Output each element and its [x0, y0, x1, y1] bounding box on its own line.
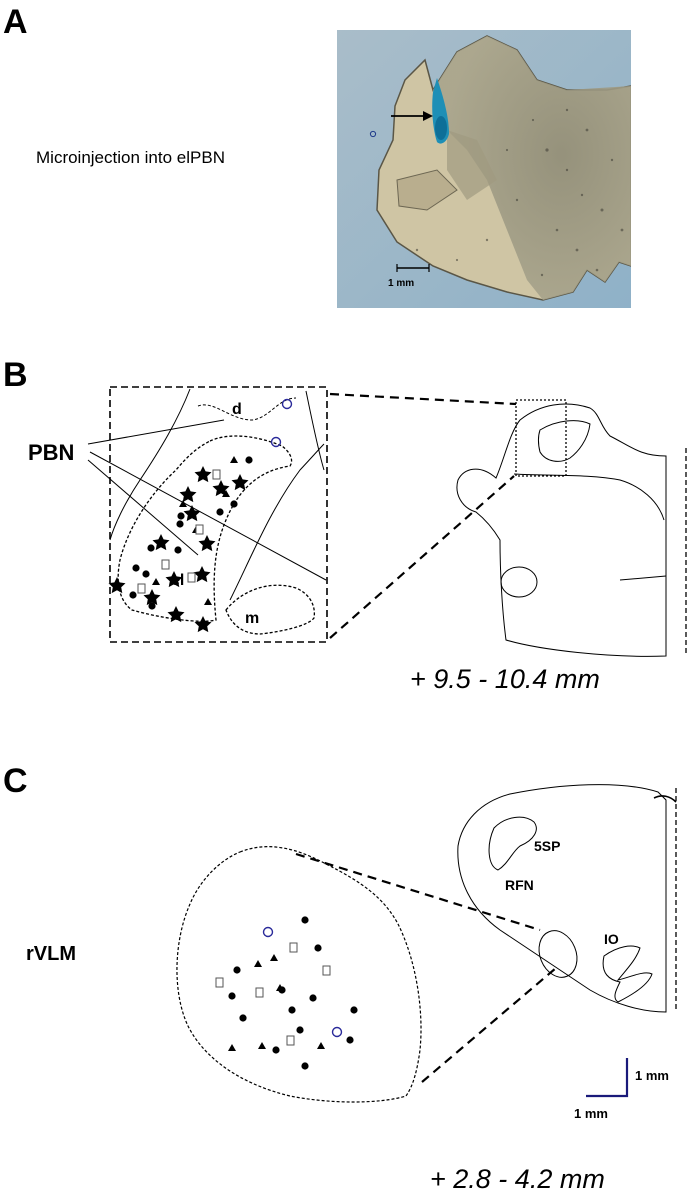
medulla-section-outline — [457, 784, 667, 1013]
pbn-el-subnucleus — [117, 435, 293, 622]
brainstem-section-outline — [456, 403, 667, 657]
rvlm-region-label: rVLM — [26, 943, 76, 965]
pbn-m-label: m — [245, 610, 260, 627]
rvlm-coordinates-caption: + 2.8 - 4.2 mm — [430, 1164, 605, 1194]
io-outline — [602, 945, 653, 1003]
scale-bar — [586, 1058, 629, 1098]
pbn-el-label: el — [171, 572, 185, 589]
rvlm-diagram — [176, 784, 677, 1103]
pbn-m-subnucleus — [225, 584, 316, 635]
pbn-d-label: d — [232, 401, 242, 418]
io-label: IO — [604, 931, 619, 947]
panel-c-letter: C — [3, 762, 28, 800]
panel-a-caption: Microinjection into elPBN — [36, 148, 225, 167]
panel-a-scale-bar-label: 1 mm — [388, 278, 415, 289]
pbn-region-label: PBN — [28, 440, 75, 465]
5sp-outline — [488, 816, 537, 871]
arrow-icon — [423, 111, 433, 121]
injection-site-photomicrograph — [337, 30, 631, 308]
5sp-label: 5SP — [534, 838, 561, 854]
panel-a-letter: A — [3, 3, 28, 41]
scale-bar-horizontal-label: 1 mm — [574, 1106, 608, 1121]
panel-b-letter: B — [3, 356, 28, 394]
pbn-diagram — [87, 386, 687, 657]
pbn-coordinates-caption: + 9.5 - 10.4 mm — [410, 664, 600, 694]
scale-bar-vertical-label: 1 mm — [635, 1068, 669, 1083]
pbn-d-subnucleus — [197, 397, 297, 421]
rvlm-region-outline — [176, 846, 422, 1103]
rfn-label: RFN — [505, 877, 534, 893]
